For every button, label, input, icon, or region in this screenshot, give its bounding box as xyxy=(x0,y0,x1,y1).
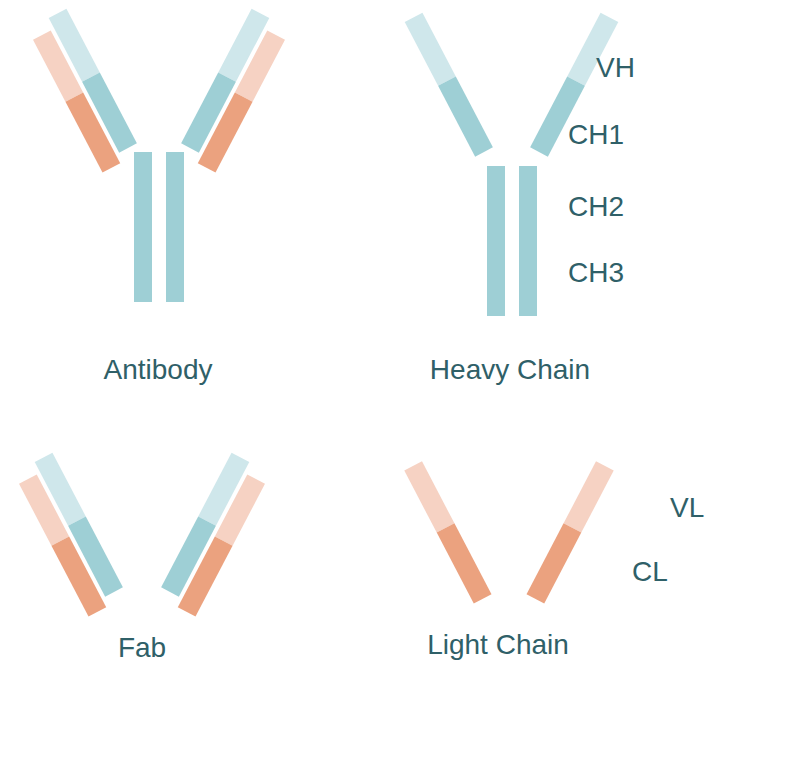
part-label: CL xyxy=(632,557,668,588)
part-label: VH xyxy=(596,53,635,84)
part-label: Heavy Chain xyxy=(430,355,590,386)
part-label: Antibody xyxy=(104,355,213,386)
part-label: VL xyxy=(670,493,704,524)
part-label: Fab xyxy=(118,633,166,664)
part-label: CH1 xyxy=(568,120,624,151)
part-label: CH2 xyxy=(568,192,624,223)
antibody-figure xyxy=(27,9,290,302)
fab-figure xyxy=(13,453,270,617)
part-label: CH3 xyxy=(568,258,624,289)
part-label: Light Chain xyxy=(427,630,569,661)
light-chain-figure xyxy=(404,461,613,603)
